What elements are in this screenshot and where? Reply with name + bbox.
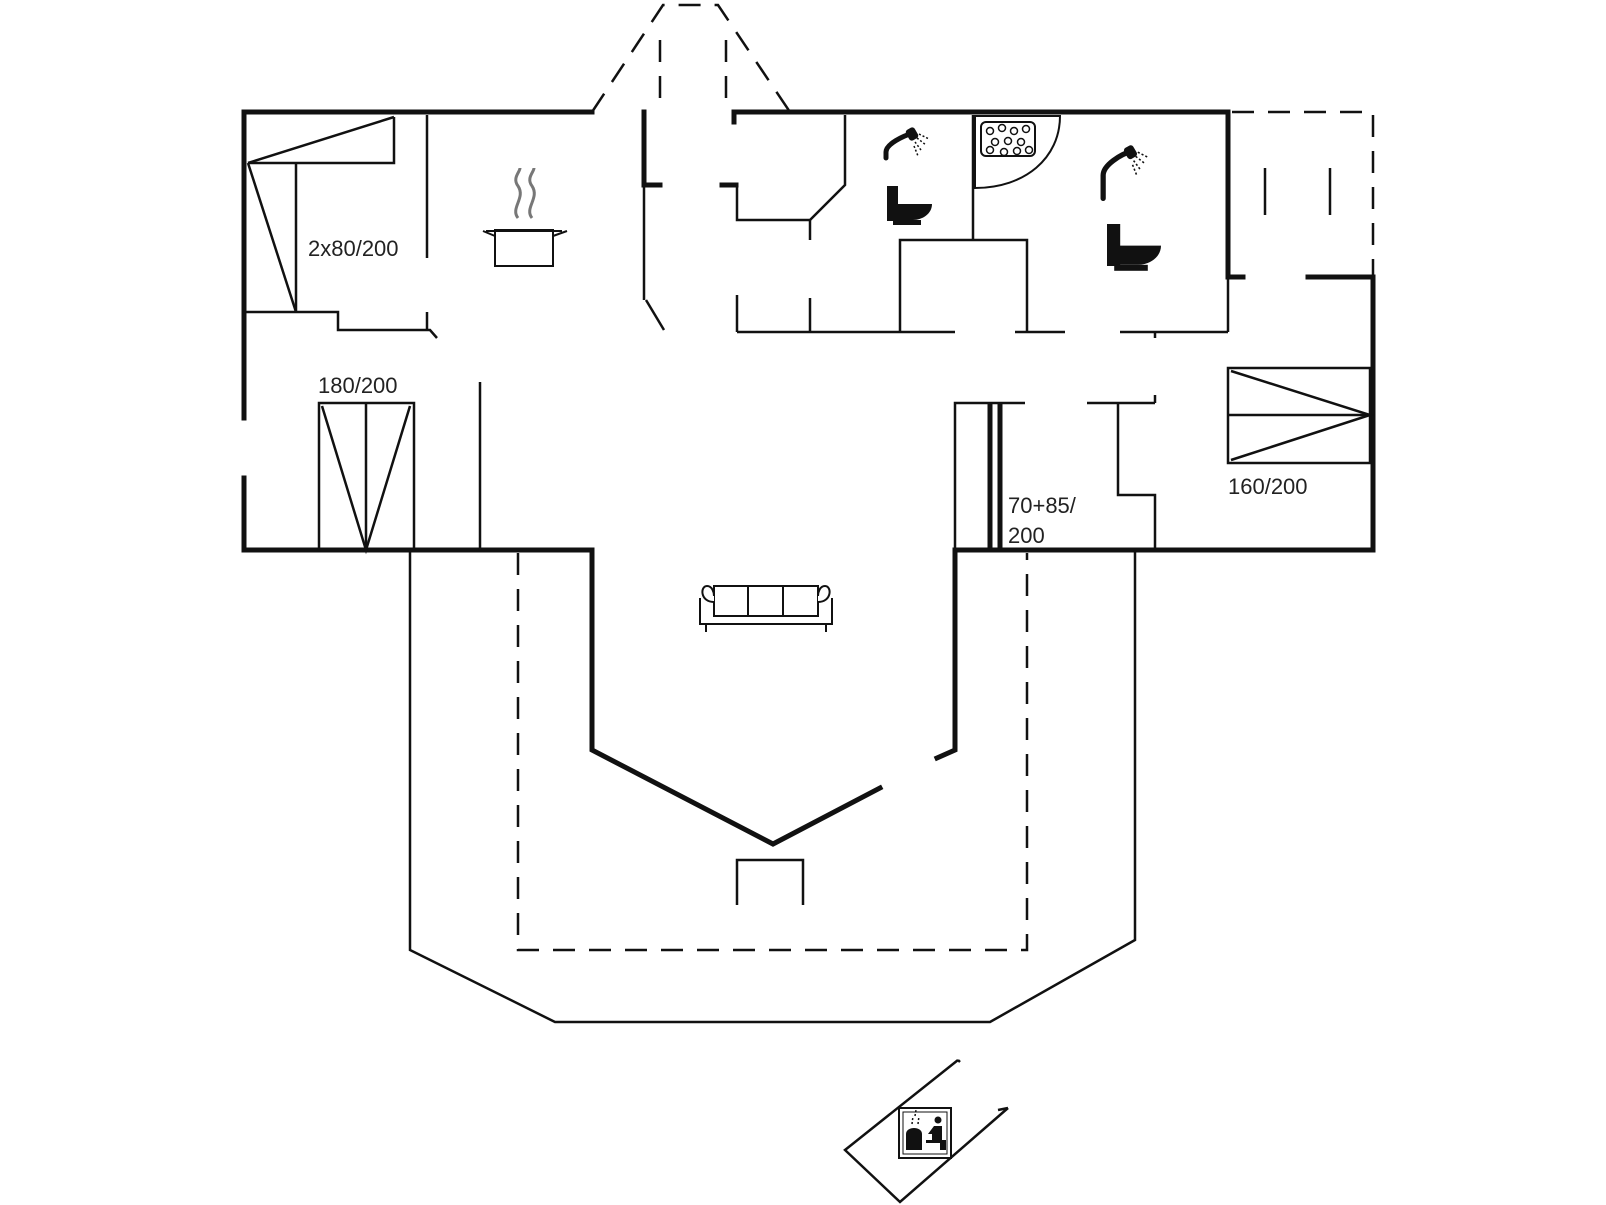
label-single-bed-line1: 70+85/ <box>1008 493 1077 518</box>
label-double-bed-right: 160/200 <box>1228 474 1308 499</box>
interior-walls-right <box>735 115 1230 553</box>
interior-walls-left <box>244 115 666 550</box>
sauna-icon <box>898 1107 952 1159</box>
cooking-pot-icon <box>482 167 568 267</box>
entrance-bay <box>590 3 792 113</box>
shower-icon <box>883 127 930 161</box>
shower-icon <box>1100 145 1149 202</box>
toilet-icon <box>887 186 932 225</box>
bed-bunk <box>246 115 396 313</box>
sauna-annex <box>843 1059 1009 1204</box>
label-bunk-bed: 2x80/200 <box>308 236 399 261</box>
label-double-bed-left: 180/200 <box>318 373 398 398</box>
terrace <box>408 550 1137 1024</box>
toilet-icon <box>1107 224 1161 271</box>
label-single-bed-line2: 200 <box>1008 523 1045 548</box>
whirlpool-icon <box>974 115 1062 190</box>
bed-double-left <box>317 401 416 555</box>
storage-dashed <box>1232 110 1375 277</box>
bed-double-right <box>1226 366 1375 465</box>
sofa-icon <box>699 584 833 632</box>
